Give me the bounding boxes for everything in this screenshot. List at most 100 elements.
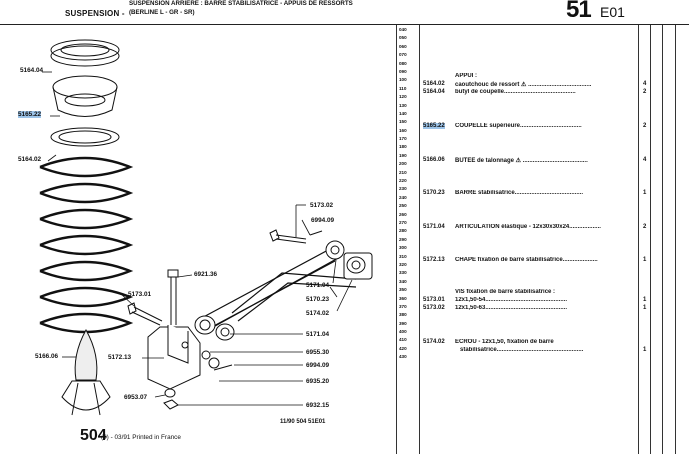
bolt-5173-01: [127, 302, 163, 326]
ruler-tick: 290: [399, 236, 407, 242]
callout-label: 6955.30: [306, 349, 330, 356]
callout-label: 5173.02: [310, 202, 334, 209]
ruler-tick: 110: [399, 85, 407, 91]
ruler-tick: 280: [399, 228, 407, 234]
ruler-tick: 170: [399, 136, 407, 142]
callout-label: 5174.02: [306, 310, 330, 317]
ruler-tick: 390: [399, 320, 407, 326]
ruler-tick: 080: [399, 60, 407, 66]
ruler-tick: 240: [399, 194, 407, 200]
callout-label: 6935.20: [306, 378, 330, 385]
column-divider: [638, 25, 639, 454]
ruler-tick: 090: [399, 68, 407, 74]
spring-pad-rubber: [50, 127, 120, 147]
part-ref: 5171.04: [423, 224, 445, 230]
subtitle-line1: SUSPENSION ARRIERE : BARRE STABILISATRIC…: [129, 0, 353, 7]
spring-pad-top: [50, 39, 120, 67]
part-desc: stabilisatrice..........................…: [460, 347, 584, 353]
list-item: APPUI :: [455, 73, 478, 79]
part-qty: 1: [643, 190, 647, 196]
callout-label: 6994.09: [306, 362, 330, 369]
part-qty: 1: [643, 305, 647, 311]
column-divider: [650, 25, 651, 454]
ruler-tick: 130: [399, 102, 407, 108]
nut-6932-15: [163, 399, 179, 410]
part-desc: caoutchouc de ressort ⚠ ................…: [455, 82, 592, 88]
part-qty: 1: [643, 347, 647, 353]
callout-label: 5164.04: [20, 67, 44, 74]
bushing-d: [343, 252, 373, 280]
part-qty: 4: [643, 81, 647, 87]
part-qty: 1: [643, 297, 647, 303]
coil-spring: [39, 156, 134, 334]
ruler-tick: 190: [399, 152, 407, 158]
part-desc: butyl de coupelle.......................…: [455, 89, 576, 95]
column-divider: [662, 25, 663, 454]
ruler-tick: 180: [399, 144, 407, 150]
header-rule: [0, 24, 689, 25]
ruler-tick: 300: [399, 245, 407, 251]
bolt-5173-02: [269, 229, 307, 244]
callout-label: 5173.01: [128, 291, 152, 298]
part-desc: BARRE stabilisatrice....................…: [455, 190, 584, 196]
callout-label: 5164.02: [18, 156, 42, 163]
part-ref: 5172.13: [423, 257, 445, 263]
ruler-tick: 330: [399, 270, 407, 276]
section-title: SUSPENSION -: [65, 9, 125, 18]
ruler-tick: 310: [399, 253, 407, 259]
ruler-tick: 230: [399, 186, 407, 192]
callout-label: 6994.09: [311, 217, 335, 224]
ruler-tick: 430: [399, 354, 407, 360]
part-desc: 12x1,50-54..............................…: [455, 297, 568, 303]
part-ref-highlighted: 5165.22: [423, 123, 445, 129]
part-desc: ECROU - 12x1,50, fixation de barre: [455, 339, 554, 345]
mounting-bracket: [147, 325, 201, 390]
ruler-tick: 070: [399, 52, 407, 58]
callout-label: 6953.07: [124, 394, 148, 401]
print-info: (0) - 03/91 Printed in France: [101, 434, 181, 441]
part-qty: 1: [643, 257, 647, 263]
callout-label: 6921.36: [194, 271, 218, 278]
part-ref: 5174.02: [423, 339, 445, 345]
column-divider: [675, 25, 676, 454]
callout-label: 5166.06: [35, 353, 59, 360]
callout-label: 5171.04: [306, 331, 330, 338]
part-desc: CHAPE fixation de barre stabilisatrice..…: [455, 257, 598, 263]
part-ref: 5173.02: [423, 305, 445, 311]
column-divider: [419, 25, 420, 454]
ruler-tick: 260: [399, 211, 407, 217]
ruler-tick: 050: [399, 35, 407, 41]
ruler-tick: 350: [399, 287, 407, 293]
part-desc: ARTICULATION élastique - 12x30x30x24....…: [455, 224, 601, 230]
part-ref: 5166.06: [423, 157, 445, 163]
callout-label: 5172.13: [108, 354, 132, 361]
part-qty: 2: [643, 224, 647, 230]
part-ref: 5164.04: [423, 89, 445, 95]
ruler-tick: 340: [399, 278, 407, 284]
list-item: VIS fixation de barre stabilisatrice :: [455, 289, 556, 295]
page-code: E01: [600, 4, 625, 20]
washer-6935-20: [208, 357, 220, 369]
part-desc: 12x1,50-63..............................…: [455, 305, 568, 311]
callout-label-highlighted: 5165.22: [18, 111, 42, 118]
page-number: 51: [566, 0, 592, 23]
model-number: 504: [80, 427, 107, 444]
exploded-diagram: [39, 39, 373, 416]
column-divider: [396, 25, 397, 454]
bushing-a: [194, 315, 216, 335]
ruler-tick: 220: [399, 178, 407, 184]
ruler-tick: 210: [399, 169, 407, 175]
ruler-tick: 250: [399, 203, 407, 209]
part-qty: 4: [643, 157, 647, 163]
callout-label: 5171.04: [306, 282, 330, 289]
part-ref: 5170.23: [423, 190, 445, 196]
callout-label: 5170.23: [306, 296, 330, 303]
part-qty: 2: [643, 123, 647, 129]
ruler-tick: 140: [399, 110, 407, 116]
ruler-tick: 040: [399, 27, 407, 32]
bump-stop: [61, 328, 111, 416]
ruler-tick: 200: [399, 161, 407, 167]
ruler-tick: 270: [399, 219, 407, 225]
ruler-tick: 100: [399, 77, 407, 83]
